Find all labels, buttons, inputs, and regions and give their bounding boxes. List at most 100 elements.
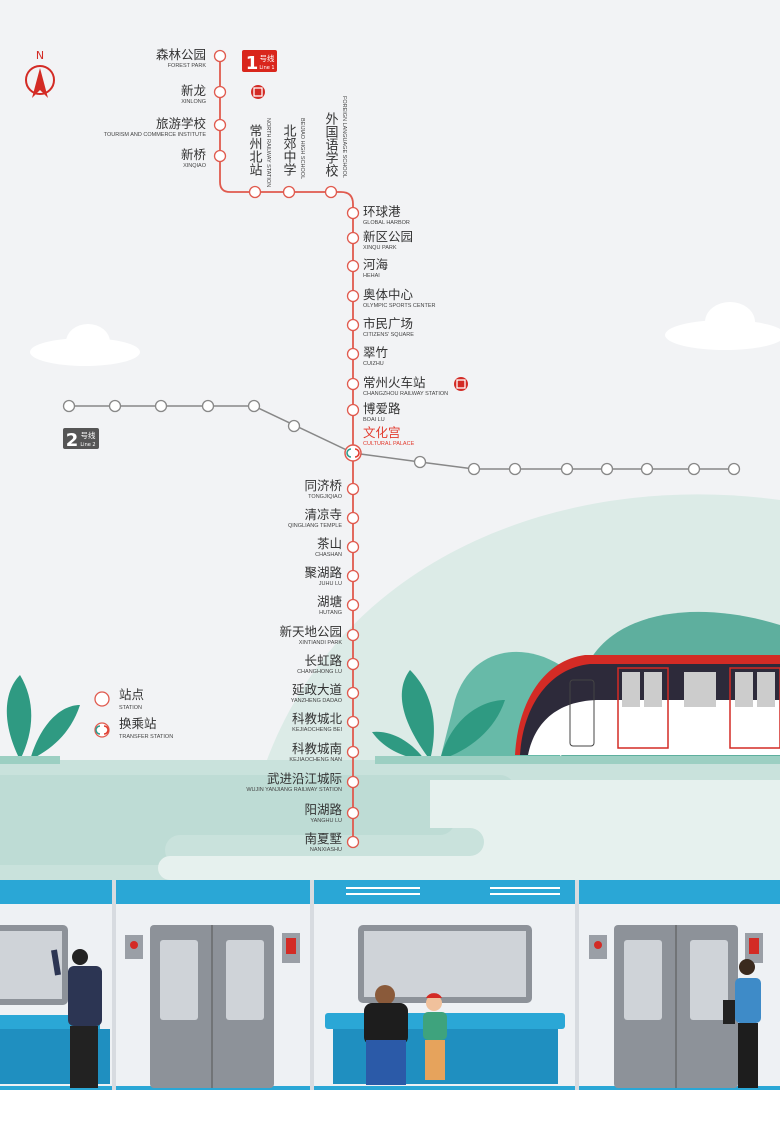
station-marker[interactable]	[346, 686, 360, 700]
station-marker[interactable]	[213, 85, 227, 99]
station-name-cn: 文化宫	[363, 425, 401, 440]
line2-station-marker[interactable]	[640, 462, 654, 476]
station-marker[interactable]	[346, 259, 360, 273]
railway-station-icon	[454, 377, 468, 391]
station-marker[interactable]	[346, 628, 360, 642]
line2-station-marker[interactable]	[600, 462, 614, 476]
station-name-en: QINGLIANG TEMPLE	[288, 523, 342, 529]
line2-station-marker[interactable]	[154, 399, 168, 413]
station-name-cn: 翠竹	[363, 345, 388, 360]
station-name-cn: 环球港	[363, 204, 401, 219]
station-name-en: CUIZHU	[363, 361, 384, 367]
station-marker[interactable]	[346, 806, 360, 820]
transfer-station-marker[interactable]	[344, 444, 362, 462]
station-name-en: KEJIAOCHENG BEI	[292, 727, 342, 733]
station-marker[interactable]	[346, 715, 360, 729]
station-marker[interactable]	[346, 318, 360, 332]
station-name-cn: 新桥	[181, 147, 207, 162]
station-name-cn: 河海	[363, 257, 389, 272]
line2-station-marker[interactable]	[467, 462, 481, 476]
station-marker[interactable]	[346, 377, 360, 391]
station-name-en: NORTH RAILWAY STATION	[265, 118, 271, 187]
station-name-cn: 博爱路	[363, 401, 401, 416]
station-name-en: YANGHU LU	[310, 818, 342, 824]
station-name-cn: 同济桥	[304, 478, 342, 493]
station-name-cn: 南夏墅	[304, 831, 342, 846]
station-name-cn: 科教城南	[292, 741, 342, 756]
station-name-cn: 常州北站	[247, 124, 263, 176]
line2-station-marker[interactable]	[413, 455, 427, 469]
station-name-cn: 森林公园	[156, 47, 206, 62]
station-name-cn: 外国语学校	[323, 112, 339, 177]
station-marker[interactable]	[346, 745, 360, 759]
line1-number: 1	[246, 53, 259, 74]
station-marker[interactable]	[282, 185, 296, 199]
station-name-en: WUJIN YANJIANG RAILWAY STATION	[246, 787, 342, 793]
legend-transfer-cn: 换乘站	[119, 716, 157, 731]
line1-name: 号线	[260, 53, 275, 63]
station-marker[interactable]	[346, 511, 360, 525]
station-marker[interactable]	[346, 657, 360, 671]
station-name-en: CHASHAN	[315, 552, 342, 558]
station-name-en: HEHAI	[363, 273, 380, 279]
line2-station-marker[interactable]	[727, 462, 741, 476]
station-marker[interactable]	[346, 403, 360, 417]
station-name-cn: 湖塘	[317, 594, 342, 609]
station-name-en: CHANGZHOU RAILWAY STATION	[363, 391, 448, 397]
line2-station-marker[interactable]	[560, 462, 574, 476]
station-name-en: HUTANG	[319, 610, 342, 616]
line1-en: Line 1	[259, 65, 274, 71]
station-marker[interactable]	[346, 569, 360, 583]
station-name-en: JUHU LU	[319, 581, 342, 587]
station-name-cn: 武进沿江城际	[267, 771, 342, 786]
line2-name: 号线	[81, 430, 96, 440]
station-name-cn: 市民广场	[363, 316, 413, 331]
legend: 站点 STATION 换乘站 TRANSFER STATION	[94, 687, 173, 740]
station-name-cn: 长虹路	[304, 653, 342, 668]
station-name-en: FOREST PARK	[168, 63, 207, 69]
station-name-en: OLYMPIC SPORTS CENTER	[363, 303, 436, 309]
station-marker[interactable]	[346, 206, 360, 220]
station-marker[interactable]	[346, 775, 360, 789]
transfer-icon	[94, 722, 110, 738]
station-name-cn: 新龙	[181, 83, 206, 98]
station-marker[interactable]	[346, 835, 360, 849]
station-marker[interactable]	[213, 118, 227, 132]
legend-station-en: STATION	[119, 705, 142, 711]
railway-station-icon	[251, 85, 265, 99]
station-name-en: BEIJIAO HIGH SCHOOL	[299, 118, 305, 179]
line2-station-marker[interactable]	[62, 399, 76, 413]
station-marker[interactable]	[346, 347, 360, 361]
compass-icon: N	[25, 49, 55, 98]
station-name-cn: 奥体中心	[363, 287, 414, 302]
station-name-en: XINTIANDI PARK	[299, 640, 343, 646]
station-name-cn: 延政大道	[292, 682, 343, 697]
legend-transfer-en: TRANSFER STATION	[119, 734, 173, 740]
station-name-en: FOREIGN LANGUAGE SCHOOL	[341, 96, 347, 178]
line2-badge: 2 号线 Line 2	[63, 428, 99, 451]
station-marker[interactable]	[346, 482, 360, 496]
station-marker[interactable]	[248, 185, 262, 199]
station-name-en: CULTURAL PALACE	[363, 441, 415, 447]
line2-station-marker[interactable]	[247, 399, 261, 413]
station-name-cn: 阳湖路	[304, 802, 342, 817]
passengers	[51, 949, 761, 1088]
line2-station-marker[interactable]	[287, 419, 301, 433]
station-marker[interactable]	[213, 49, 227, 63]
station-marker[interactable]	[346, 231, 360, 245]
train-illustration	[515, 655, 780, 755]
station-name-en: YANZHENG DADAO	[291, 698, 343, 704]
station-marker[interactable]	[213, 149, 227, 163]
station-marker[interactable]	[346, 289, 360, 303]
station-marker[interactable]	[346, 540, 360, 554]
station-marker[interactable]	[346, 598, 360, 612]
line2-station-marker[interactable]	[508, 462, 522, 476]
line2-station-marker[interactable]	[108, 399, 122, 413]
station-name-en: BOAI LU	[363, 417, 385, 423]
station-name-cn: 科教城北	[292, 711, 343, 726]
station-marker[interactable]	[324, 185, 338, 199]
line2-station-marker[interactable]	[687, 462, 701, 476]
station-name-cn: 旅游学校	[156, 116, 207, 131]
station-name-en: GLOBAL HARBOR	[363, 220, 410, 226]
line2-station-marker[interactable]	[201, 399, 215, 413]
